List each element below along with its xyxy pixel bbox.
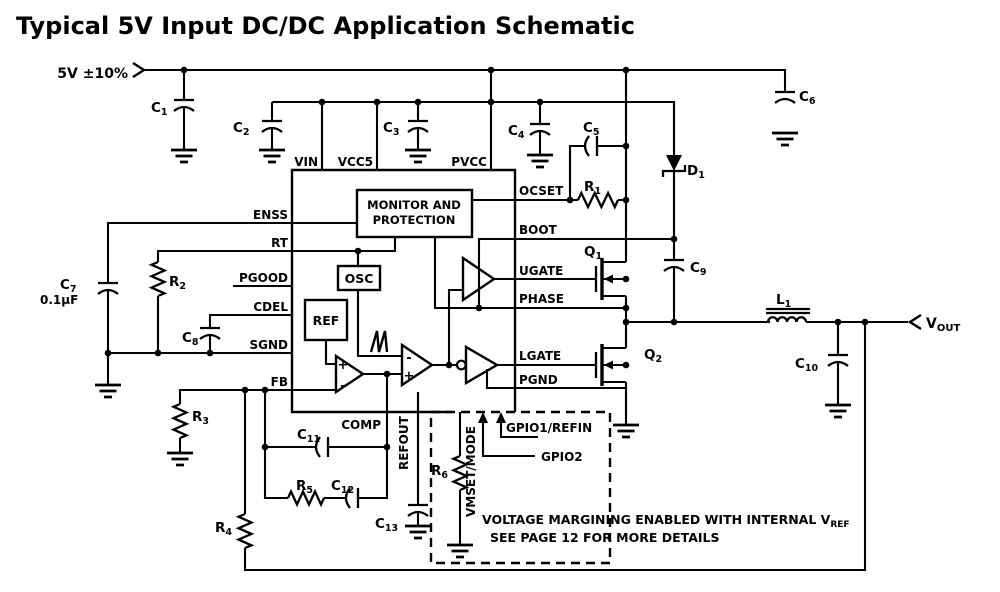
pin-label-vcc5: VCC5 — [338, 155, 373, 169]
ref-block — [303, 298, 349, 342]
label-c4: C4 — [508, 123, 525, 141]
pin-label-rt: RT — [271, 236, 289, 250]
pin-label-cdel: CDEL — [253, 300, 288, 314]
error-amp-plus: + — [338, 358, 349, 373]
label-c6: C6 — [799, 89, 816, 107]
pin-label-boot: BOOT — [519, 223, 558, 237]
monitor-block-label-1: MONITOR AND — [367, 198, 461, 212]
capacitor-c8 — [199, 326, 221, 340]
label-c5: C5 — [583, 120, 600, 138]
pin-label-pgnd: PGND — [519, 373, 558, 387]
input-voltage-label: 5V ±10% — [57, 66, 128, 82]
junction-dots — [104, 66, 869, 451]
label-c8: C8 — [182, 330, 199, 348]
capacitor-c3 — [407, 119, 429, 133]
osc-block-label: OSC — [345, 271, 374, 286]
inductor-l1 — [766, 307, 810, 323]
label-c11: C11 — [297, 427, 320, 445]
capacitor-c6 — [774, 90, 796, 104]
pin-label-gpio1-refin: GPIO1/REFIN — [506, 421, 592, 435]
mosfet-q1 — [594, 258, 613, 300]
monitor-block-label-2: PROTECTION — [373, 213, 456, 227]
capacitor-c5 — [583, 135, 599, 157]
resistor-r5 — [286, 488, 326, 508]
capacitor-c10 — [827, 353, 849, 367]
pwm-comparator — [400, 342, 435, 388]
margin-note-line1: VOLTAGE MARGINING ENABLED WITH INTERNAL … — [482, 512, 850, 530]
label-r4: R4 — [215, 520, 232, 538]
label-r3: R3 — [192, 409, 209, 427]
label-l1: L1 — [776, 292, 791, 310]
pin-label-fb: FB — [271, 375, 288, 389]
capacitor-c1 — [173, 98, 195, 112]
label-r5: R5 — [296, 478, 313, 496]
pin-label-pgood: PGOOD — [239, 271, 288, 285]
error-amp — [334, 353, 366, 395]
resistor-r3 — [170, 402, 190, 440]
label-r2: R2 — [169, 274, 186, 292]
error-amp-minus: - — [340, 379, 345, 394]
resistor-r4 — [235, 512, 255, 550]
capacitor-c4 — [529, 122, 551, 136]
label-c12: C12 — [331, 478, 354, 496]
input-terminal-arrow — [132, 61, 147, 79]
capacitor-c2 — [261, 119, 283, 133]
pin-label-vin: VIN — [294, 155, 318, 169]
label-c10: C10 — [795, 356, 819, 374]
diode-d1 — [661, 155, 687, 177]
capacitor-c12 — [344, 487, 360, 509]
pin-label-gpio2: GPIO2 — [541, 450, 583, 464]
capacitor-c9 — [663, 258, 685, 272]
capacitor-c13 — [407, 503, 429, 517]
pin-label-sgnd: SGND — [250, 338, 289, 352]
label-c1: C1 — [151, 100, 168, 118]
label-c9: C9 — [690, 260, 707, 278]
resistor-r1 — [576, 190, 620, 210]
margin-note-line2: SEE PAGE 12 FOR MORE DETAILS — [490, 530, 720, 545]
label-q2: Q2 — [644, 347, 662, 365]
label-c3: C3 — [383, 120, 400, 138]
resistor-r2 — [148, 260, 168, 298]
mosfet-q2 — [594, 344, 613, 386]
pin-label-phase: PHASE — [519, 292, 564, 306]
vout-terminal-arrow — [907, 313, 922, 331]
pin-label-refout: REFOUT — [397, 415, 411, 470]
capacitor-c7 — [97, 281, 119, 295]
inverter-bubble — [455, 359, 467, 371]
ref-block-label: REF — [313, 313, 340, 328]
pin-label-enss: ENSS — [253, 208, 288, 222]
pwm-comp-minus: - — [406, 351, 411, 366]
pwm-comp-plus: + — [404, 369, 415, 384]
capacitor-c11 — [314, 436, 330, 458]
page-title: Typical 5V Input DC/DC Application Schem… — [16, 12, 635, 40]
label-q1: Q1 — [584, 244, 602, 262]
label-c13: C13 — [375, 516, 398, 534]
gpio2-arrow-icon — [478, 412, 488, 423]
label-r6: R6 — [431, 463, 448, 481]
pin-label-pvcc: PVCC — [451, 155, 487, 169]
pin-label-lgate: LGATE — [519, 349, 561, 363]
pin-label-vmset-mode: VMSET/MODE — [464, 426, 478, 517]
pin-label-comp: COMP — [341, 418, 381, 432]
label-c2: C2 — [233, 120, 250, 138]
vout-label: VOUT — [926, 316, 960, 334]
monitor-protection-block — [355, 188, 474, 239]
label-r1: R1 — [584, 179, 601, 197]
label-c7: C7 — [60, 277, 77, 295]
gpio1-arrow-icon — [496, 412, 506, 423]
label-d1: D1 — [687, 163, 705, 181]
pin-label-ocset: OCSET — [519, 184, 564, 198]
sawtooth-icon — [369, 330, 389, 353]
label-c7-value: 0.1µF — [40, 293, 78, 307]
resistor-r6 — [450, 454, 470, 492]
pin-label-ugate: UGATE — [519, 264, 563, 278]
